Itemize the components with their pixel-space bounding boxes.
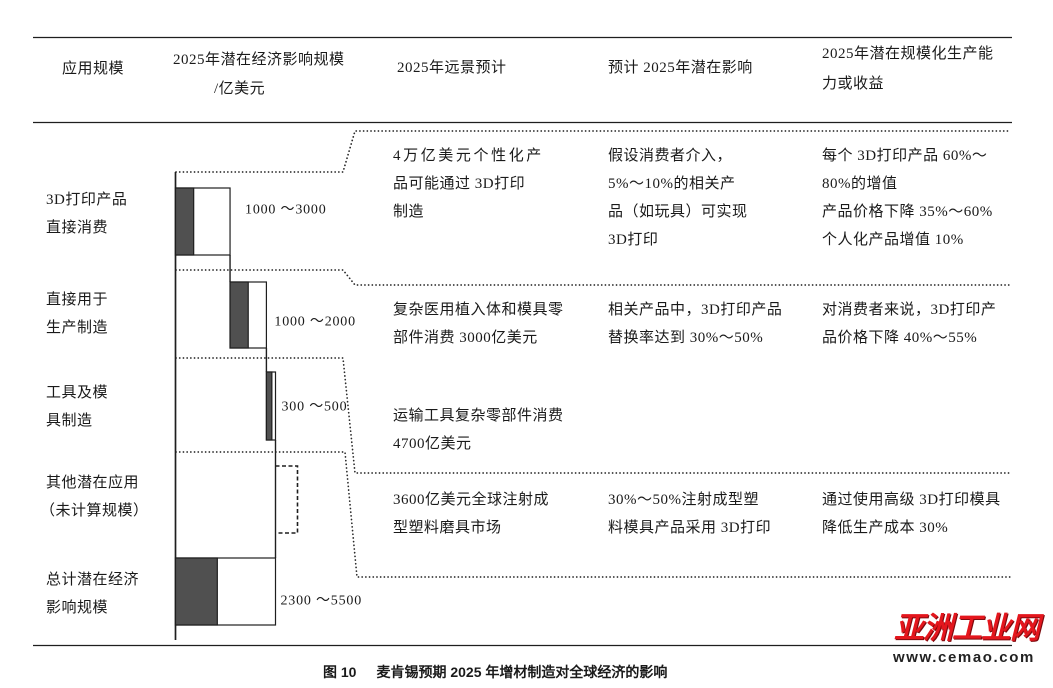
header-economic-impact-unit: /亿美元 bbox=[214, 81, 266, 97]
bar-range-low bbox=[265, 371, 273, 441]
potential-cell-line: 3D打印 bbox=[608, 232, 659, 248]
potential-cell: 相关产品中，3D打印产品 替换率达到 30%～50% bbox=[608, 296, 782, 352]
header-vision: 2025年远景预计 bbox=[397, 60, 507, 76]
bar-unquantified-dashed bbox=[275, 465, 299, 534]
category-label-line: 直接用于 bbox=[46, 292, 109, 308]
vision-cell: 运输工具复杂零部件消费 4700亿美元 bbox=[393, 402, 564, 458]
header-capacity-line: 力或收益 bbox=[822, 76, 885, 92]
capacity-cell-line: 通过使用高级 3D打印模具 bbox=[822, 492, 1001, 508]
vision-cell-line: 3600亿美元全球注射成 bbox=[393, 492, 550, 508]
row-divider-dotted bbox=[175, 451, 1011, 578]
header-application-scale: 应用规模 bbox=[62, 61, 125, 77]
bar-value-label: 2300 ～5500 bbox=[281, 594, 363, 609]
potential-cell-line: 5%～10%的相关产 bbox=[608, 176, 736, 192]
potential-cell: 假设消费者介入， 5%～10%的相关产 品（如玩具）可实现 3D打印 bbox=[608, 142, 748, 254]
category-label-line: 其他潜在应用 bbox=[46, 475, 140, 491]
potential-cell-line: 30%～50%注射成型塑 bbox=[608, 492, 759, 508]
vision-cell: 4万亿美元个性化产 品可能通过 3D打印 制造 bbox=[393, 142, 544, 226]
vision-cell-line: 运输工具复杂零部件消费 bbox=[393, 408, 564, 424]
category-label: 直接用于 生产制造 bbox=[46, 286, 108, 342]
capacity-cell-line: 降低生产成本 30% bbox=[822, 520, 949, 536]
vision-cell-line: 型塑料磨具市场 bbox=[393, 520, 502, 536]
category-label-line: 工具及模 bbox=[46, 385, 109, 401]
potential-cell-line: 品（如玩具）可实现 bbox=[608, 204, 748, 220]
potential-cell-line: 相关产品中，3D打印产品 bbox=[608, 302, 783, 318]
vision-cell-line: 品可能通过 3D打印 bbox=[393, 176, 526, 192]
capacity-cell-line: 个人化产品增值 10% bbox=[822, 232, 964, 248]
vision-cell-line: 部件消费 3000亿美元 bbox=[393, 330, 538, 346]
row-divider-dotted bbox=[175, 130, 1011, 173]
figure-number: 图 10 bbox=[323, 664, 357, 680]
category-label-line: 生产制造 bbox=[46, 320, 109, 336]
capacity-cell: 通过使用高级 3D打印模具 降低生产成本 30% bbox=[822, 486, 1001, 542]
category-label-line: 具制造 bbox=[46, 413, 93, 429]
bar-range-low bbox=[174, 187, 195, 256]
bar-range-low bbox=[174, 557, 218, 626]
watermark-url: www.cemao.com bbox=[893, 649, 1035, 666]
vision-cell-line: 复杂医用植入体和模具零 bbox=[393, 302, 564, 318]
category-label-line: 直接消费 bbox=[46, 220, 109, 236]
potential-cell-line: 料模具产品采用 3D打印 bbox=[608, 520, 772, 536]
figure-caption: 图 10 麦肯锡预期 2025 年增材制造对全球经济的影响 bbox=[323, 662, 667, 682]
figure-title: 麦肯锡预期 2025 年增材制造对全球经济的影响 bbox=[376, 664, 668, 680]
capacity-cell: 每个 3D打印产品 60%～ 80%的增值 产品价格下降 35%～60% 个人化… bbox=[822, 142, 993, 254]
bar-value-label: 1000 ～2000 bbox=[274, 315, 356, 330]
capacity-cell-line: 每个 3D打印产品 60%～ bbox=[822, 148, 988, 164]
header-capacity-line: 2025年潜在规模化生产能 bbox=[822, 46, 994, 62]
category-label-line: 影响规模 bbox=[46, 600, 109, 616]
potential-cell: 30%～50%注射成型塑 料模具产品采用 3D打印 bbox=[608, 486, 771, 542]
category-label: 总计潜在经济 影响规模 bbox=[46, 566, 139, 622]
header-economic-impact-title: 2025年潜在经济影响规模 bbox=[173, 52, 345, 68]
header-economic-impact: 2025年潜在经济影响规模 /亿美元 bbox=[173, 46, 345, 104]
category-label: 工具及模 具制造 bbox=[46, 379, 108, 435]
header-potential-impact: 预计 2025年潜在影响 bbox=[608, 60, 753, 76]
vision-cell-line: 4700亿美元 bbox=[393, 436, 472, 452]
capacity-cell-line: 80%的增值 bbox=[822, 176, 898, 192]
bar-value-label: 300 ～500 bbox=[282, 400, 348, 415]
vision-cell: 3600亿美元全球注射成 型塑料磨具市场 bbox=[393, 486, 549, 542]
capacity-cell-line: 对消费者来说，3D打印产 bbox=[822, 302, 997, 318]
potential-cell-line: 假设消费者介入， bbox=[608, 148, 733, 164]
header-capacity: 2025年潜在规模化生产能 力或收益 bbox=[822, 39, 994, 99]
bar-value-label: 1000 ～3000 bbox=[245, 203, 327, 218]
capacity-cell-line: 产品价格下降 35%～60% bbox=[822, 204, 993, 220]
bar-range-low bbox=[229, 281, 249, 349]
vision-cell-line: 4万亿美元个性化产 bbox=[393, 148, 544, 164]
row-divider-dotted bbox=[175, 357, 1011, 474]
category-label-line: 总计潜在经济 bbox=[46, 572, 140, 588]
vision-cell-line: 制造 bbox=[393, 204, 425, 220]
category-label-line: （未计算规模） bbox=[40, 503, 149, 519]
category-label: 3D打印产品 直接消费 bbox=[46, 186, 127, 242]
category-label: 其他潜在应用 （未计算规模） bbox=[40, 469, 149, 525]
row-divider-dotted bbox=[175, 269, 1011, 286]
potential-cell-line: 替换率达到 30%～50% bbox=[608, 330, 764, 346]
capacity-cell: 对消费者来说，3D打印产 品价格下降 40%～55% bbox=[822, 296, 996, 352]
category-label-line: 3D打印产品 bbox=[46, 192, 128, 208]
watermark-logo: 亚洲工业网 bbox=[894, 611, 1040, 646]
vision-cell: 复杂医用植入体和模具零 部件消费 3000亿美元 bbox=[393, 296, 564, 352]
capacity-cell-line: 品价格下降 40%～55% bbox=[822, 330, 978, 346]
